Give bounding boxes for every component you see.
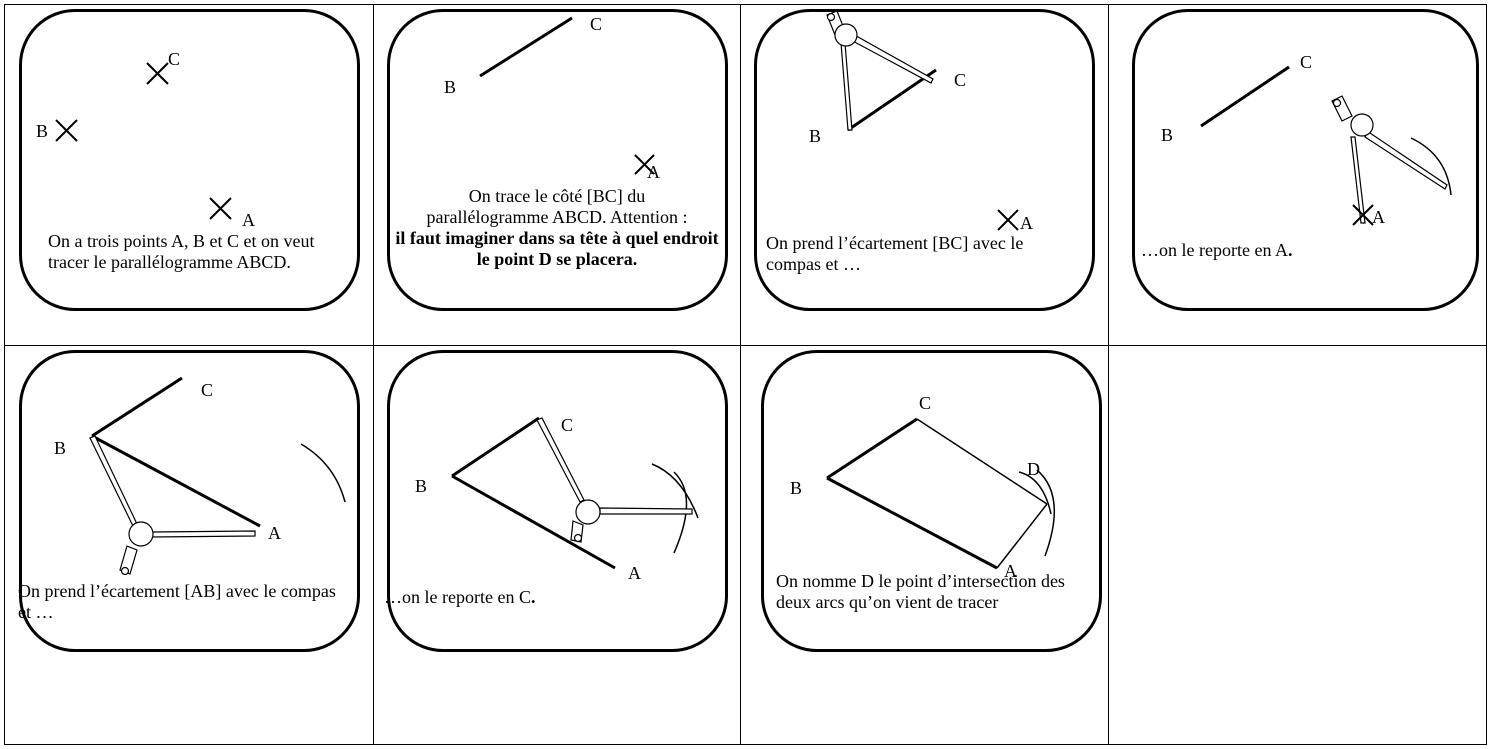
arc-from-a bbox=[1036, 469, 1056, 557]
label-b: B bbox=[1161, 125, 1174, 145]
segment-bc bbox=[451, 416, 540, 478]
table-divider-2 bbox=[740, 4, 741, 745]
table-border-middle bbox=[4, 345, 1487, 346]
step-2-cell: C B A On trace le côté [BC] du parallélo… bbox=[374, 5, 740, 344]
label-c: C bbox=[1300, 52, 1313, 72]
label-c: C bbox=[561, 415, 574, 435]
step-6-card bbox=[387, 350, 728, 652]
table-border-top bbox=[4, 4, 1487, 5]
step-2-caption-line1: On trace le côté [BC] du bbox=[468, 186, 646, 206]
label-a: A bbox=[628, 563, 641, 583]
step-2-figure bbox=[479, 16, 655, 175]
arc-from-c bbox=[651, 463, 699, 519]
label-b: B bbox=[790, 478, 803, 498]
segment-ba bbox=[91, 434, 261, 528]
step-3-card bbox=[754, 9, 1095, 311]
table-border-right bbox=[1486, 4, 1487, 745]
step-6-figure bbox=[451, 416, 699, 570]
compass-icon bbox=[536, 417, 693, 543]
segment-bc bbox=[847, 68, 937, 132]
step-1-card bbox=[19, 9, 360, 311]
step-5-caption: On prend l’écartement [AB] avec le compa… bbox=[18, 581, 336, 622]
step-3-figure bbox=[826, 10, 1019, 231]
step-6-caption-dot: . bbox=[530, 587, 536, 607]
label-a: A bbox=[1372, 207, 1385, 227]
label-c: C bbox=[919, 393, 932, 413]
step-4-caption-dot: . bbox=[1287, 240, 1293, 260]
step-3-caption: On prend l’écartement [BC] avec le compa… bbox=[766, 233, 1024, 274]
label-c: C bbox=[954, 70, 967, 90]
segment-bc bbox=[826, 417, 918, 480]
step-6-caption-text: …on le reporte en C bbox=[384, 587, 531, 607]
segment-bc bbox=[91, 376, 183, 438]
step-4-caption: …on le reporte en A. bbox=[1141, 240, 1441, 261]
segment-ad bbox=[996, 503, 1048, 569]
step-5-card bbox=[19, 350, 360, 652]
step-1-figure bbox=[55, 62, 232, 220]
step-4-cell: C B A …on le reporte en A. bbox=[1109, 5, 1486, 344]
empty-cell bbox=[1109, 346, 1486, 743]
table-divider-1 bbox=[373, 4, 374, 745]
segment-ba bbox=[826, 476, 998, 570]
step-2-card bbox=[387, 9, 728, 311]
step-4-figure bbox=[1200, 65, 1452, 226]
step-2-caption: On trace le côté [BC] du parallélogramme… bbox=[392, 186, 722, 270]
step-6-caption: …on le reporte en C. bbox=[384, 587, 684, 608]
step-3-cell: C B A On prend l’écartement [BC] avec le… bbox=[741, 5, 1108, 344]
label-b: B bbox=[54, 438, 67, 458]
step-4-card bbox=[1132, 9, 1479, 311]
step-6-cell: C B A …on le reporte en C. bbox=[374, 346, 740, 743]
arc-from-a bbox=[673, 471, 688, 554]
compass-icon bbox=[1331, 95, 1448, 224]
segment-cd bbox=[916, 418, 1048, 505]
table-border-bottom bbox=[4, 744, 1487, 745]
step-7-cell: C B D A On nomme D le point d’intersecti… bbox=[741, 346, 1108, 743]
label-a: A bbox=[1020, 213, 1033, 233]
label-a: A bbox=[268, 523, 281, 543]
step-2-caption-warning: il faut imaginer dans sa tête à quel end… bbox=[395, 228, 719, 269]
compass-icon bbox=[89, 435, 256, 576]
segment-bc bbox=[1200, 65, 1290, 128]
label-c: C bbox=[201, 380, 214, 400]
label-b: B bbox=[36, 121, 49, 141]
step-1-cell: C B A On a trois points A, B et C et on … bbox=[5, 5, 372, 344]
arc-from-c bbox=[1018, 471, 1052, 515]
step-5-cell: C B A On prend l’écartement [AB] avec le… bbox=[5, 346, 372, 743]
step-5-figure bbox=[89, 376, 346, 576]
step-2-caption-line2: parallélogramme ABCD. Attention : bbox=[426, 207, 688, 227]
step-7-caption: On nomme D le point d’intersection des d… bbox=[776, 571, 1065, 612]
segment-ba bbox=[451, 474, 616, 570]
segment-bc bbox=[479, 16, 573, 78]
compass-icon bbox=[826, 10, 934, 131]
label-b: B bbox=[809, 126, 822, 146]
table-border-left bbox=[4, 4, 5, 745]
label-d: D bbox=[1027, 459, 1040, 479]
step-4-caption-text: …on le reporte en A bbox=[1141, 240, 1288, 260]
label-b: B bbox=[444, 77, 457, 97]
label-c: C bbox=[590, 14, 603, 34]
step-7-figure bbox=[826, 417, 1056, 570]
label-a: A bbox=[647, 162, 660, 182]
arc-from-a bbox=[1410, 137, 1452, 196]
label-c: C bbox=[168, 49, 181, 69]
step-7-card bbox=[761, 350, 1102, 652]
label-b: B bbox=[415, 476, 428, 496]
step-1-caption: On a trois points A, B et C et on veut t… bbox=[48, 231, 315, 272]
label-a: A bbox=[242, 210, 255, 230]
arc-from-a bbox=[300, 443, 346, 503]
table-divider-3 bbox=[1108, 4, 1109, 745]
label-a: A bbox=[1004, 561, 1017, 581]
